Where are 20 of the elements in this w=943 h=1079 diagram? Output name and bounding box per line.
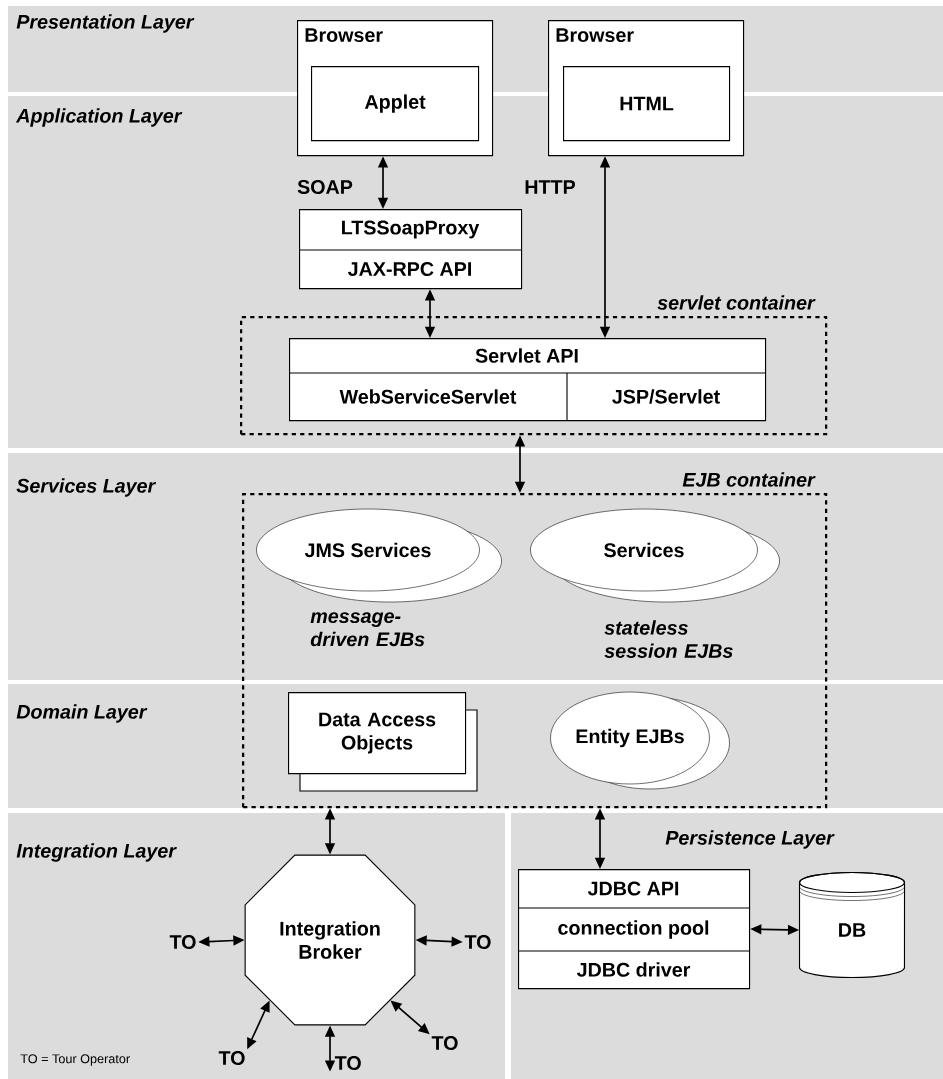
edge-label: SOAP	[297, 180, 353, 194]
layered-box: LTSSoapProxy JAX-RPC API	[298, 209, 523, 290]
node-label: TO	[334, 1056, 361, 1070]
node-label: TO	[218, 1051, 245, 1065]
node-label: TO	[464, 935, 491, 949]
node-label: servlet container	[657, 295, 816, 310]
layered-box: Servlet API WebServiceServlet JSP/Servlet	[288, 338, 767, 422]
node-label: stateless session EJBs	[604, 620, 733, 658]
node-label: TO	[431, 1036, 458, 1050]
layered-box: JDBC API connection pool JDBC driver	[517, 869, 751, 990]
stacked-box: Data Access Objects	[288, 692, 478, 792]
component-box: Applet	[311, 66, 480, 142]
node-label: message-driven EJBs	[310, 612, 425, 647]
component-box: HTML	[563, 66, 731, 142]
octagon: Integration Broker	[244, 854, 416, 1026]
legend-note: TO = Tour Operator	[20, 1054, 130, 1066]
database-cylinder: DB	[798, 871, 906, 979]
edge-label: HTTP	[525, 180, 575, 194]
node-label: TO	[169, 935, 196, 949]
node-label: EJB container	[682, 472, 816, 487]
